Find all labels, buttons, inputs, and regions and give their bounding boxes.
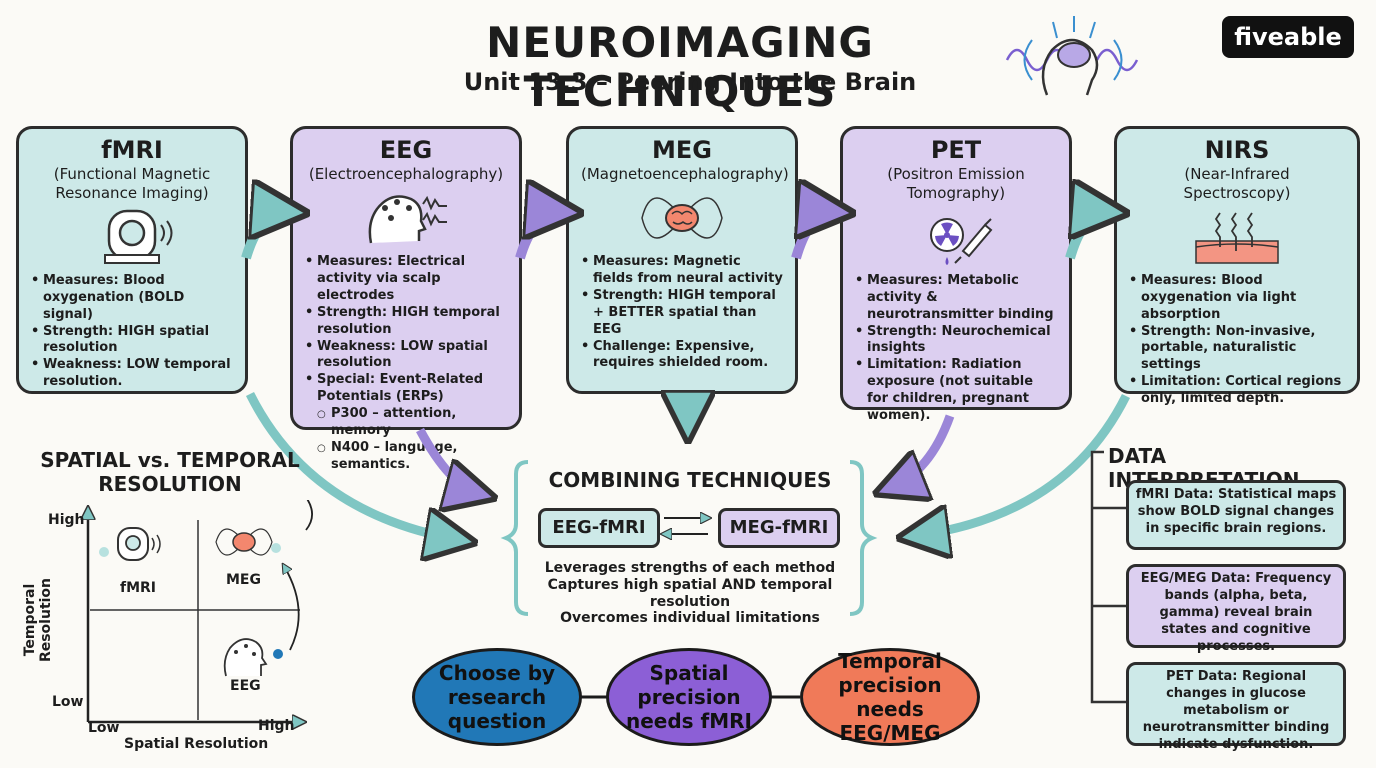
card-title: NIRS xyxy=(1204,136,1270,164)
resolution-chart xyxy=(20,500,313,760)
left-brace xyxy=(500,460,529,616)
combining-line: Overcomes individual limitations xyxy=(560,610,820,627)
bullet: Strength: Neurochemical insights xyxy=(855,324,1057,358)
card-title: fMRI xyxy=(101,136,163,164)
card-title: MEG xyxy=(652,136,712,164)
arrow-fmri-eeg xyxy=(241,212,290,260)
data-box-pet: PET Data: Regional changes in glucose me… xyxy=(1126,662,1346,752)
bullet: Weakness: LOW spatial resolution xyxy=(305,339,507,373)
y-axis-label: Temporal Resolution xyxy=(22,577,54,663)
combining-title: COMBINING TECHNIQUES xyxy=(548,468,832,492)
card-fmri: fMRI (Functional Magnetic Resonance Imag… xyxy=(16,126,248,394)
fiveable-logo: fiveable xyxy=(1222,16,1354,58)
bullet: Special: Event-Related Potentials (ERPs) xyxy=(305,372,507,406)
x-axis-label: Spatial Resolution xyxy=(124,736,269,752)
brain-magnetic-field-icon xyxy=(215,528,281,556)
eeg-head-icon xyxy=(223,638,283,677)
card-subtitle: (Positron Emission Tomography) xyxy=(887,165,1025,203)
arrow-nirs-combine xyxy=(914,393,1131,536)
card-title: PET xyxy=(930,136,982,164)
card-subtitle: (Electroencephalography) xyxy=(308,165,504,184)
arrow-fmri-combine xyxy=(245,391,460,540)
brain-magnetic-field-icon xyxy=(641,197,723,239)
eeg-head-icon xyxy=(368,195,447,244)
bullet: Strength: HIGH temporal + BETTER spatial… xyxy=(581,288,783,339)
sub-bullet: P300 – attention, memory xyxy=(305,406,507,440)
point-label-eeg: EEG xyxy=(230,678,261,694)
card-subtitle: (Near-Infrared Spectroscopy) xyxy=(1183,165,1291,203)
bullet: Limitation: Cortical regions only, limit… xyxy=(1129,374,1345,408)
page-subtitle: Unit 13.3 – Peering Into the Brain xyxy=(463,68,917,96)
right-brace xyxy=(849,460,878,616)
bullet: Measures: Blood oxygenation via light ab… xyxy=(1129,273,1345,324)
oval-temporal: Temporal precision needs EEG/MEG xyxy=(800,648,980,746)
bullet: Measures: Electrical activity via scalp … xyxy=(305,254,507,305)
mri-scanner-icon xyxy=(104,209,173,264)
point-label-fmri: fMRI xyxy=(120,580,157,596)
bullet: Measures: Metabolic activity & neurotran… xyxy=(855,273,1057,324)
page-title: NEUROIMAGING TECHNIQUES xyxy=(486,18,874,116)
card-nirs: NIRS (Near-Infrared Spectroscopy) Measur… xyxy=(1114,126,1360,406)
bullet: Strength: HIGH temporal resolution xyxy=(305,305,507,339)
card-subtitle: (Functional Magnetic Resonance Imaging) xyxy=(53,165,211,203)
card-eeg: EEG (Electroencephalography) Measures: E… xyxy=(290,126,522,472)
combining-line: Captures high spatial AND temporal resol… xyxy=(547,576,833,610)
combining-line: Leverages strengths of each method xyxy=(544,560,836,576)
card-title: EEG xyxy=(379,136,433,164)
brain-waves-icon xyxy=(1005,16,1139,96)
x-high-label: High xyxy=(258,718,295,734)
pill-meg-fmri: MEG-fMRI xyxy=(718,508,840,548)
point-label-meg: MEG xyxy=(226,572,261,588)
combining-body: Leverages strengths of each method Captu… xyxy=(530,560,850,627)
pill-eeg-fmri: EEG-fMRI xyxy=(538,508,660,548)
card-meg: MEG (Magnetoencephalography) Measures: M… xyxy=(566,126,798,394)
arrow-pet-combine xyxy=(890,414,955,488)
bullet: Measures: Blood oxygenation (BOLD signal… xyxy=(31,273,233,324)
y-low-label: Low xyxy=(52,694,84,710)
oval-spatial: Spatial precision needs fMRI xyxy=(606,648,772,746)
bullet: Strength: Non-invasive, portable, natura… xyxy=(1129,324,1345,375)
oval-choose: Choose by research question xyxy=(412,648,582,746)
arrow-pet-nirs xyxy=(1065,212,1110,260)
arrow-eeg-meg xyxy=(515,212,564,260)
x-low-label: Low xyxy=(88,720,120,736)
card-subtitle: (Magnetoencephalography) xyxy=(581,165,789,184)
y-high-label: High xyxy=(48,512,85,528)
card-pet: PET (Positron Emission Tomography) Measu… xyxy=(840,126,1072,423)
data-box-fmri: fMRI Data: Statistical maps show BOLD si… xyxy=(1126,480,1346,550)
arrow-eeg-combine xyxy=(416,427,480,494)
resolution-chart-title: SPATIAL vs. TEMPORAL RESOLUTION xyxy=(40,448,300,496)
bullet: Challenge: Expensive, requires shielded … xyxy=(581,339,783,373)
radiation-syringe-icon xyxy=(930,217,993,265)
bullet: Weakness: LOW temporal resolution. xyxy=(31,357,233,391)
bullet: Limitation: Radiation exposure (not suit… xyxy=(855,357,1057,425)
light-tissue-icon xyxy=(1195,212,1279,264)
arrow-meg-pet xyxy=(791,212,836,260)
mri-scanner-icon xyxy=(99,527,161,561)
bullet: Measures: Magnetic fields from neural ac… xyxy=(581,254,783,288)
bullet: Strength: HIGH spatial resolution xyxy=(31,324,233,358)
data-box-eeg-meg: EEG/MEG Data: Frequency bands (alpha, be… xyxy=(1126,564,1346,654)
